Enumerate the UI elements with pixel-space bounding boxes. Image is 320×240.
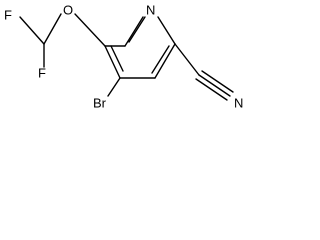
- bond-c3-cn: [174, 43, 200, 76]
- bond-o-chf2: [43, 13, 62, 45]
- atom-label-f-top: F: [4, 7, 12, 22]
- atom-label-n-nitrile: N: [234, 95, 243, 110]
- atom-label-f-bottom: F: [38, 65, 46, 80]
- atom-label-o: O: [63, 2, 73, 17]
- bond-ring-c4-c5-inner: [110, 45, 124, 72]
- bond-cn-triple-2: [201, 70, 234, 93]
- bond-chf2-f-top: [19, 16, 45, 45]
- bond-ring-c6-n-inner: [128, 16, 146, 43]
- bond-c6-o: [74, 13, 106, 47]
- bond-ring-n-c2: [157, 16, 176, 45]
- bond-cn-triple-3: [195, 78, 228, 101]
- atom-label-n-ring: N: [146, 2, 155, 17]
- bond-c5-br: [107, 77, 121, 97]
- bond-cn-triple-1: [198, 74, 231, 97]
- molecule-diagram: N O F F Br N: [4, 2, 243, 110]
- bond-ring-c2-c3: [154, 43, 176, 79]
- atom-label-br: Br: [93, 95, 107, 110]
- bond-ring-c4-c5: [104, 45, 121, 79]
- bond-ring-c2-c3-inner: [151, 45, 170, 74]
- bond-ring-c6-n: [124, 16, 144, 47]
